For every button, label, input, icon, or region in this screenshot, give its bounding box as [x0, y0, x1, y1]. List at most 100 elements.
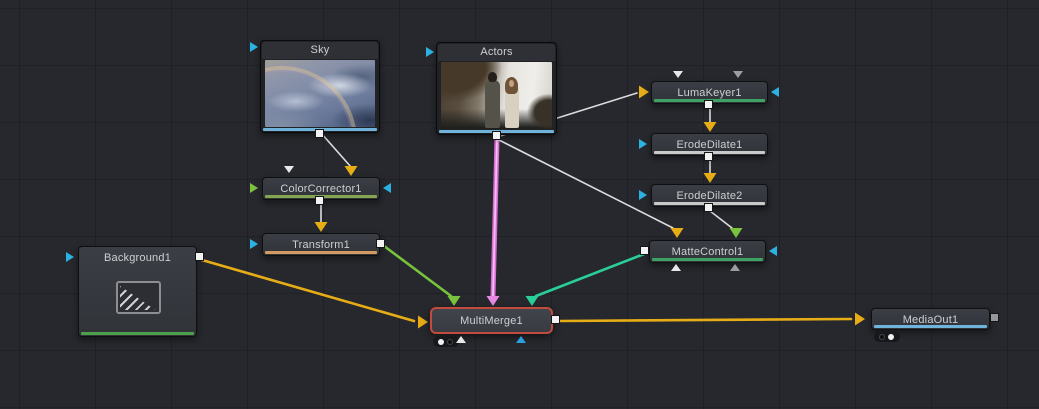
connection-edge[interactable]: [709, 210, 733, 229]
effect-mask-input-triangle[interactable]: [639, 139, 647, 149]
output-square[interactable]: [704, 100, 713, 109]
connection-Actors-to-MultiMerge1[interactable]: [486, 136, 500, 306]
output-square[interactable]: [195, 252, 204, 261]
connection-MatteControl1-to-MultiMerge1[interactable]: [525, 252, 646, 306]
connection-edge[interactable]: [496, 138, 674, 229]
node-MultiMerge1[interactable]: MultiMerge1: [430, 307, 553, 334]
connection-arrowhead: [418, 315, 428, 329]
connection-ErodeDilate1-to-ErodeDilate2[interactable]: [703, 158, 717, 183]
actor-figure-man: [485, 72, 500, 128]
effect-mask-input-triangle[interactable]: [771, 87, 779, 97]
actor-woman-face: [509, 80, 514, 87]
extra-input-triangle[interactable]: [456, 336, 466, 343]
layer-input-triangle[interactable]: [516, 336, 526, 343]
node-label: ErodeDilate2: [676, 190, 743, 202]
node-status-underline: [81, 332, 194, 335]
connection-Actors-to-MatteControl1[interactable]: [496, 138, 684, 238]
node-MatteControl1[interactable]: MatteControl1: [649, 240, 766, 263]
connection-arrowhead: [855, 312, 865, 326]
output-square[interactable]: [315, 129, 324, 138]
effect-mask-input-triangle[interactable]: [250, 42, 258, 52]
connection-arrowhead: [486, 296, 500, 306]
effect-mask-input-triangle[interactable]: [66, 252, 74, 262]
node-label: Transform1: [292, 239, 350, 251]
connection-ErodeDilate2-to-MatteControl1[interactable]: [709, 210, 743, 238]
output-square[interactable]: [990, 313, 999, 322]
effect-mask-input-triangle[interactable]: [250, 239, 258, 249]
output-square[interactable]: [315, 196, 324, 205]
connection-Background1-to-MultiMerge1[interactable]: [200, 258, 428, 329]
effect-mask-input-triangle[interactable]: [639, 190, 647, 200]
connection-arrowhead: [314, 222, 328, 232]
actors-thumbnail: [441, 62, 552, 129]
connection-arrowhead: [344, 166, 358, 176]
connection-edge[interactable]: [200, 258, 416, 323]
viewer-dot-white[interactable]: [888, 333, 894, 340]
node-label: MatteControl1: [671, 246, 744, 258]
node-Background1[interactable]: Background1: [78, 246, 197, 337]
node-LumaKeyer1[interactable]: LumaKeyer1: [651, 81, 768, 104]
connection-edge[interactable]: [320, 132, 352, 168]
node-Actors[interactable]: Actors: [436, 42, 557, 135]
connection-arrowhead: [703, 122, 717, 132]
node-status-underline: [874, 325, 987, 328]
connection-LumaKeyer1-to-ErodeDilate1[interactable]: [703, 106, 717, 132]
viewer-dot-dark[interactable]: [447, 338, 453, 345]
node-label: MediaOut1: [902, 314, 959, 326]
connection-arrowhead: [447, 296, 461, 306]
output-square[interactable]: [551, 315, 560, 324]
extra-input-triangle[interactable]: [673, 71, 683, 78]
diagonal-stripes: [120, 286, 156, 310]
node-MediaOut1[interactable]: MediaOut1: [871, 308, 990, 330]
effect-mask-input-triangle[interactable]: [383, 183, 391, 193]
output-square[interactable]: [376, 239, 385, 248]
output-square[interactable]: [704, 152, 713, 161]
node-label: Sky: [310, 44, 330, 56]
node-title-bar: [262, 42, 378, 59]
connection-edge[interactable]: [557, 317, 853, 323]
node-Transform1[interactable]: Transform1: [262, 233, 380, 256]
node-label: Background1: [103, 252, 172, 264]
connection-edge[interactable]: [382, 244, 453, 298]
effect-mask-input-triangle[interactable]: [426, 47, 434, 57]
node-label: LumaKeyer1: [677, 87, 742, 99]
actor-figure-woman: [505, 77, 519, 128]
connection-edge[interactable]: [534, 252, 646, 298]
node-label: MultiMerge1: [460, 315, 523, 327]
connection-Transform1-to-MultiMerge1[interactable]: [382, 244, 461, 306]
node-label: Actors: [480, 46, 513, 58]
extra-input-triangle[interactable]: [671, 264, 681, 271]
connection-edge-core: [492, 138, 498, 297]
output-square[interactable]: [492, 131, 501, 140]
node-status-underline: [265, 251, 377, 254]
connection-arrowhead: [639, 85, 649, 99]
sky-thumbnail: [265, 60, 375, 127]
output-square[interactable]: [640, 246, 649, 255]
connection-ColorCorrector1-to-Transform1[interactable]: [314, 204, 328, 232]
extra-input-2-triangle[interactable]: [733, 71, 743, 78]
viewer-indicator[interactable]: [433, 336, 459, 347]
node-Sky[interactable]: Sky: [260, 40, 380, 133]
actor-man-head: [488, 72, 497, 82]
node-status-underline: [652, 258, 763, 261]
connection-arrowhead: [670, 228, 684, 238]
node-title-bar: [438, 44, 555, 61]
rainbow-arc: [265, 66, 357, 127]
effect-mask-input-triangle[interactable]: [769, 246, 777, 256]
output-square[interactable]: [704, 203, 713, 212]
foreground-input-triangle[interactable]: [250, 183, 258, 193]
extra-input-2-triangle[interactable]: [730, 264, 740, 271]
connection-MultiMerge1-to-MediaOut1[interactable]: [557, 312, 865, 326]
viewer-dot-white[interactable]: [438, 338, 444, 345]
connection-arrowhead: [703, 173, 717, 183]
connection-Sky-to-ColorCorrector1[interactable]: [320, 132, 358, 176]
connection-arrowhead: [729, 228, 743, 238]
node-label: ErodeDilate1: [676, 139, 743, 151]
viewer-dot-dark[interactable]: [879, 333, 885, 340]
viewer-indicator[interactable]: [874, 331, 900, 342]
connection-arrowhead: [525, 296, 539, 306]
extra-input-triangle[interactable]: [284, 166, 294, 173]
node-label: ColorCorrector1: [280, 183, 362, 195]
